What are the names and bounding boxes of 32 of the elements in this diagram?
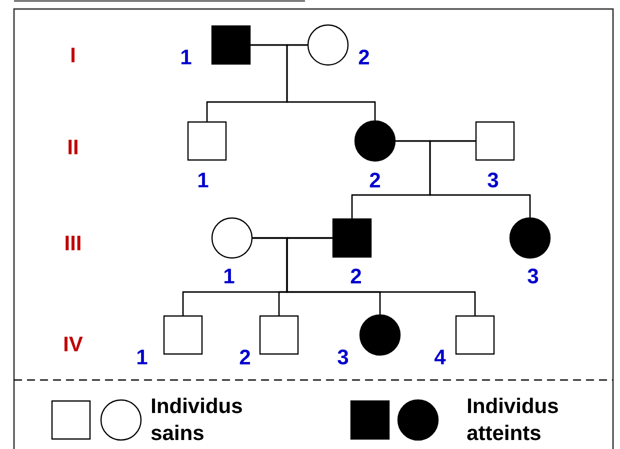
individual-number: 3 (338, 350, 348, 364)
square-symbol (455, 315, 495, 355)
individual-number: 1 (198, 172, 208, 188)
individual-number: 2 (370, 172, 380, 188)
generation-label: IV (64, 336, 83, 352)
square-symbol (475, 121, 515, 161)
square-symbol (332, 218, 372, 258)
individual-number: 2 (240, 350, 250, 364)
individual-number: 3 (528, 268, 538, 284)
square-symbol (211, 25, 251, 65)
circle-symbol (307, 24, 349, 66)
individual-number: 2 (350, 268, 361, 284)
square-symbol (259, 315, 299, 355)
descent-line (429, 140, 531, 218)
individual-number: 4 (434, 350, 446, 364)
circle-symbol (211, 217, 253, 259)
individual-number: 3 (488, 172, 498, 188)
square-symbol (187, 121, 227, 161)
individual-number: 1 (224, 268, 234, 284)
generation-label: II (68, 140, 78, 154)
circle-symbol (509, 217, 551, 259)
legend-text: Individus sains (151, 398, 242, 440)
circle-symbol (359, 314, 401, 356)
individual-number: 1 (181, 50, 192, 64)
descent-line (286, 44, 376, 120)
generation-label: III (66, 236, 80, 250)
square-symbol (163, 315, 203, 355)
circle-symbol (354, 120, 396, 162)
legend-text: Individus atteints (467, 398, 558, 440)
generation-label: I (72, 48, 74, 62)
individual-number: 2 (358, 50, 369, 64)
individual-number: 1 (137, 350, 148, 364)
